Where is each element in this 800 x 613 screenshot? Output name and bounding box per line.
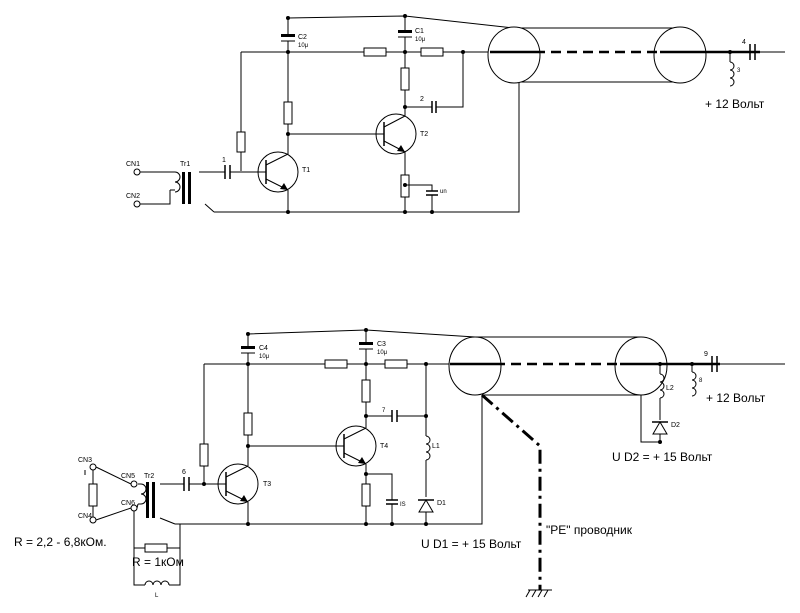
c1-value: 10μ <box>415 37 426 43</box>
connector-cn1 <box>133 168 141 176</box>
d2-label: D2 <box>671 422 680 429</box>
c2-label: C2 <box>298 34 307 41</box>
transformer-tr2 <box>138 482 184 525</box>
pe-label: "PE" проводник <box>546 523 633 537</box>
node-9-label: 9 <box>704 351 708 358</box>
capacitor-c4 <box>241 346 255 354</box>
cn5-label: CN5 <box>121 473 135 480</box>
top-supply-label: + 12 Вольт <box>705 97 765 111</box>
cap-6-label: 6 <box>182 469 186 476</box>
ud2-label: U D2 = + 15 Вольт <box>612 450 713 464</box>
l2-label: L2 <box>666 385 674 392</box>
c2-value: 10μ <box>298 43 309 49</box>
cap-emitter-2-label: IS <box>400 502 406 508</box>
capacitor-c3 <box>359 342 373 350</box>
resistor-r-1k <box>144 543 168 553</box>
resistor-r-out-2 <box>384 359 408 369</box>
connector-cn3 <box>89 463 97 471</box>
coax-cable-top <box>487 26 760 84</box>
d1-label: D1 <box>437 500 446 507</box>
connector-cn5 <box>130 480 138 488</box>
resistor-r-collector-t1 <box>283 101 293 125</box>
transistor-t4 <box>334 425 377 467</box>
tr1-label: Tr1 <box>180 161 190 168</box>
diode-d2 <box>652 421 668 435</box>
l1-label: L1 <box>432 443 440 450</box>
t3-label: T3 <box>263 481 271 488</box>
transistor-t2 <box>375 113 417 155</box>
transistor-t3 <box>204 463 259 505</box>
cap-emitter-label: un <box>440 189 447 195</box>
resistor-r-base-2 <box>324 359 348 369</box>
node-7-label: 7 <box>382 408 386 414</box>
node-8-label: 8 <box>699 378 703 384</box>
c4-value: 10μ <box>259 354 270 360</box>
t2-label: T2 <box>420 131 428 138</box>
r-fixed-label: R = 1кОм <box>132 555 184 569</box>
resistor-r-emitter-t4 <box>361 483 371 507</box>
resistor-r-base <box>363 47 387 57</box>
connector-cn2 <box>133 200 141 208</box>
node-4-label: 4 <box>742 39 746 46</box>
c3-value: 10μ <box>377 350 388 356</box>
resistor-r-collector-t4 <box>361 379 371 403</box>
tr2-label: Tr2 <box>144 473 154 480</box>
t1-label: T1 <box>302 167 310 174</box>
cn3-label: CN3 <box>78 457 92 464</box>
ud1-label: U D1 = + 15 Вольт <box>421 537 522 551</box>
c3-label: C3 <box>377 341 386 348</box>
resistor-r-bias-t1 <box>236 131 246 153</box>
r-range-label: R = 2,2 - 6,8кОм. <box>14 535 107 549</box>
resistor-r-collector-t2 <box>400 67 410 91</box>
capacitor-c2 <box>281 34 295 42</box>
resistor-r-collector-t3 <box>243 412 253 436</box>
c1-label: C1 <box>415 28 424 35</box>
diode-d1 <box>418 499 434 513</box>
pe-conductor <box>481 393 552 598</box>
cn2-label: CN2 <box>126 193 140 200</box>
transistor-t1 <box>244 151 299 193</box>
t4-label: T4 <box>380 443 388 450</box>
coax-cable-bottom <box>448 336 720 396</box>
c4-label: C4 <box>259 345 268 352</box>
bottom-circuit: C4 10μ C3 10μ 7 <box>14 328 785 599</box>
resistor-r-input <box>88 483 98 507</box>
capacitor-c1 <box>398 30 412 38</box>
resistor-r-bias-t3 <box>199 443 209 467</box>
cn1-label: CN1 <box>126 161 140 168</box>
cn6-label: CN6 <box>121 500 135 507</box>
resistor-r-out <box>420 47 444 57</box>
cap-1-label: 1 <box>222 157 226 164</box>
cn4-label: CN4 <box>78 513 92 520</box>
top-circuit: C2 10μ C1 10μ <box>126 14 785 214</box>
cap-2-label: 2 <box>420 96 424 103</box>
coil-label: L <box>155 593 159 599</box>
bottom-supply-label: + 12 Вольт <box>706 391 766 405</box>
transformer-tr1 <box>170 171 215 213</box>
node-3-label: 3 <box>737 68 741 74</box>
